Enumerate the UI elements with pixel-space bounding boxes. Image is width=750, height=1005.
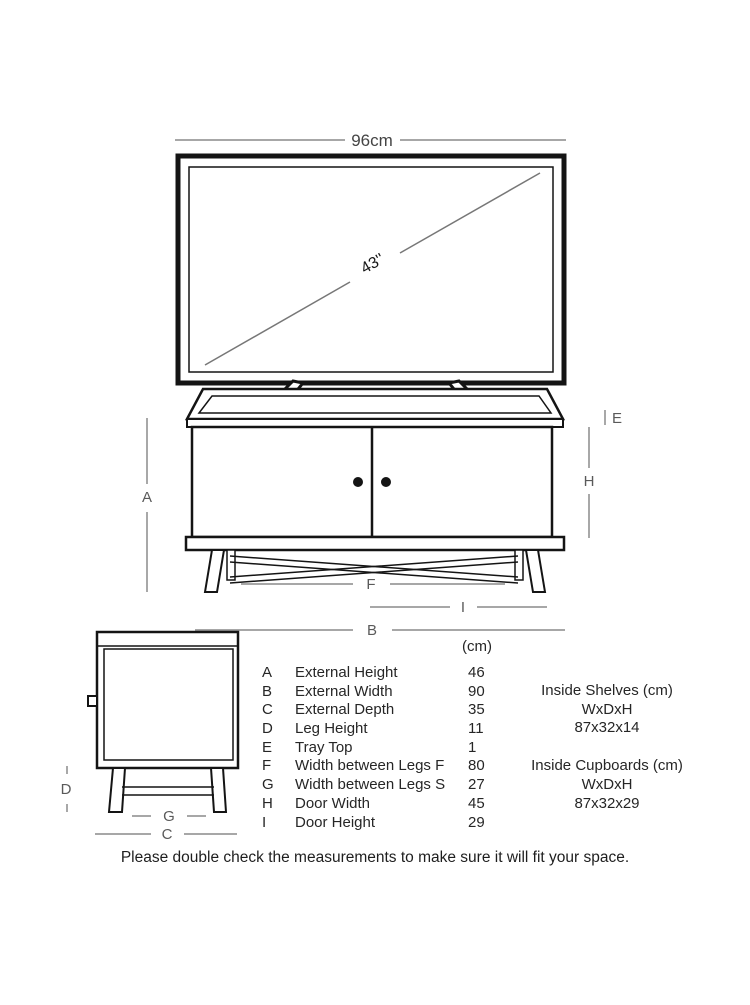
row-label: Width between Legs S [295,776,446,794]
dim-label-f: F [366,576,375,593]
inside-dimensions: Inside Shelves (cm) WxDxH 87x32x14 Insid… [507,682,707,813]
door-knob-left [353,477,363,487]
row-label: Width between Legs F [295,757,445,775]
row-key: B [262,682,273,700]
side-leg-right [209,767,228,813]
row-value: 29 [468,813,485,831]
row-value: 46 [468,664,485,681]
table-row: G Width between Legs S 27 [255,776,492,795]
row-value: 45 [468,794,485,812]
table-row: A External Height 46 [255,664,492,683]
row-value: 1 [468,738,477,756]
table-row: B External Width 90 [255,683,492,702]
table-row: I Door Height 29 [255,814,492,833]
row-value: 80 [468,757,485,775]
row-key: G [262,776,274,794]
door-knob-right [381,477,391,487]
inside-cupboards-dims-label: WxDxH [581,775,633,793]
tv-diagonal-line-lower [204,281,351,366]
inside-shelves-dims-label: WxDxH [581,700,633,718]
tv-width-label: 96cm [351,131,393,150]
table-row: H Door Width 45 [255,795,492,814]
row-key: E [262,738,273,756]
side-leg-brace [122,786,214,796]
tv-diagonal-line-upper [399,172,541,254]
table-row: D Leg Height 11 [255,720,492,739]
side-view-dimensions: D G C [61,766,237,843]
tv-width-dimension: 96cm [175,131,566,150]
inside-shelves-dims-value: 87x32x14 [574,719,640,737]
dim-label-c: C [162,826,173,843]
row-key: I [262,813,267,831]
row-label: External Depth [295,701,395,719]
row-value: 90 [468,682,485,700]
dim-label-b: B [367,622,377,639]
inside-shelves-block: Inside Shelves (cm) WxDxH 87x32x14 [507,682,707,738]
cabinet-leg-back-right [514,549,524,581]
row-label: Door Width [295,794,371,812]
side-leg-left [107,767,127,813]
dim-label-e: E [612,410,622,427]
row-label: External Width [295,682,393,700]
row-label: External Height [295,664,398,681]
cabinet-tray-top-inner [197,395,553,414]
side-panel [103,648,234,761]
row-key: H [262,794,273,812]
tv-outline [175,153,567,386]
row-label: Leg Height [295,720,368,738]
tv-front-view: 43'' [175,153,567,406]
row-label: Tray Top [295,738,353,756]
inside-cupboards-title: Inside Cupboards (cm) [531,757,683,775]
cabinet-base-rail [184,535,566,552]
cabinet-leg-front-right [524,549,547,593]
row-key: D [262,720,273,738]
table-row: F Width between Legs F 80 [255,757,492,776]
cabinet-side-view [87,630,240,813]
cross-braces [229,555,519,584]
tv-screen [188,166,554,373]
row-key: A [262,664,273,681]
cabinet-leg-front-left [203,549,226,593]
inside-shelves-title: Inside Shelves (cm) [541,682,673,699]
cabinet-tray-top [184,387,566,421]
inside-cupboards-dims-value: 87x32x29 [574,794,640,812]
table-row: E Tray Top 1 [255,739,492,758]
side-knob [87,695,98,707]
row-value: 27 [468,776,485,794]
row-label: Door Height [295,813,376,831]
row-key: F [262,757,272,775]
row-value: 11 [468,720,484,738]
cabinet-leg-back-left [226,549,236,581]
dim-label-d: D [61,781,72,798]
row-key: C [262,701,273,719]
front-view-dimensions: A E H F I B [142,410,622,639]
dim-label-g: G [163,808,175,825]
dim-label-i: I [461,599,465,616]
table-row: C External Depth 35 [255,701,492,720]
cabinet-front-view [184,387,566,593]
dim-label-a: A [142,489,152,506]
inside-cupboards-block: Inside Cupboards (cm) WxDxH 87x32x29 [507,757,707,813]
dim-label-h: H [584,473,595,490]
row-value: 35 [468,701,485,719]
unit-header: (cm) [462,638,492,655]
table-rows: A External Height 46 B External Width 90… [255,664,492,832]
measurements-table: (cm) A External Height 46 B External Wid… [255,637,492,832]
measurement-note: Please double check the measurements to … [120,849,630,866]
